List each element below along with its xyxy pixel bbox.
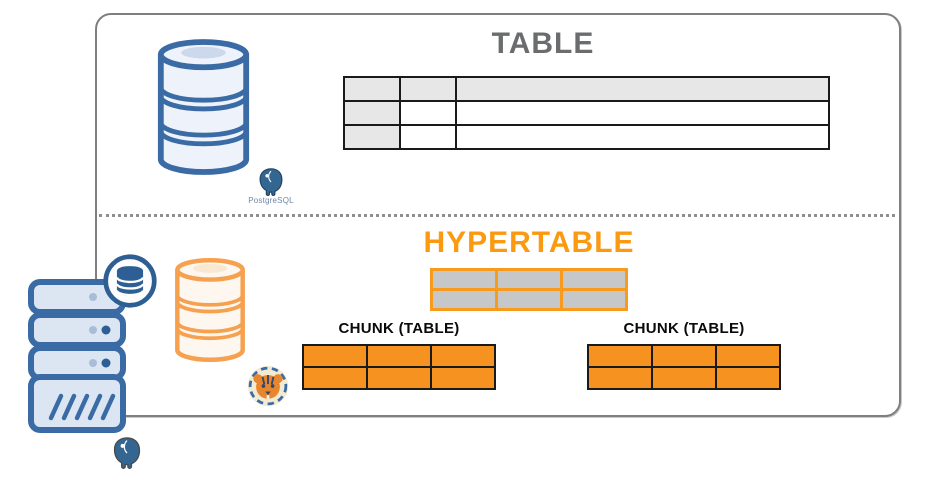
database-cylinder-blue-icon	[157, 39, 250, 175]
grid-cell	[433, 291, 495, 308]
table-section-title: TABLE	[491, 27, 595, 60]
grid-cell	[589, 368, 651, 388]
database-badge-icon	[103, 254, 157, 308]
grid-cell	[653, 346, 715, 366]
grid-cell	[457, 102, 828, 124]
postgresql-logo: PostgreSQL	[242, 168, 300, 205]
grid-cell	[563, 271, 625, 288]
grid-cell	[433, 271, 495, 288]
grid-cell	[401, 78, 455, 100]
grid-cell	[304, 346, 366, 366]
hypertable-section-title: HYPERTABLE	[423, 226, 635, 259]
grid-cell	[401, 102, 455, 124]
grid-cell	[304, 368, 366, 388]
grid-cell	[368, 368, 430, 388]
chunk-2-grid	[587, 344, 781, 390]
grid-cell	[401, 126, 455, 148]
grid-cell	[498, 291, 560, 308]
grid-cell	[498, 271, 560, 288]
grid-cell	[653, 368, 715, 388]
postgresql-elephant-icon	[259, 168, 283, 196]
grid-cell	[457, 126, 828, 148]
grid-cell	[589, 346, 651, 366]
timescale-tiger-icon	[247, 365, 289, 407]
grid-cell	[345, 102, 399, 124]
grid-cell	[717, 346, 779, 366]
chunk-2-label: CHUNK (TABLE)	[623, 320, 745, 337]
database-cylinder-orange-icon	[175, 258, 245, 362]
grid-cell	[717, 368, 779, 388]
grid-cell	[345, 78, 399, 100]
chunk-1-grid	[302, 344, 496, 390]
grid-cell	[432, 346, 494, 366]
grid-cell	[345, 126, 399, 148]
postgresql-elephant-small-icon	[113, 437, 141, 469]
grid-cell	[457, 78, 828, 100]
postgresql-logo-label: PostgreSQL	[248, 196, 294, 205]
section-divider	[99, 214, 895, 217]
hypertable-grid	[430, 268, 628, 311]
chunk-1-label: CHUNK (TABLE)	[338, 320, 460, 337]
grid-cell	[563, 291, 625, 308]
grid-cell	[432, 368, 494, 388]
postgres-table-grid	[343, 76, 830, 150]
grid-cell	[368, 346, 430, 366]
